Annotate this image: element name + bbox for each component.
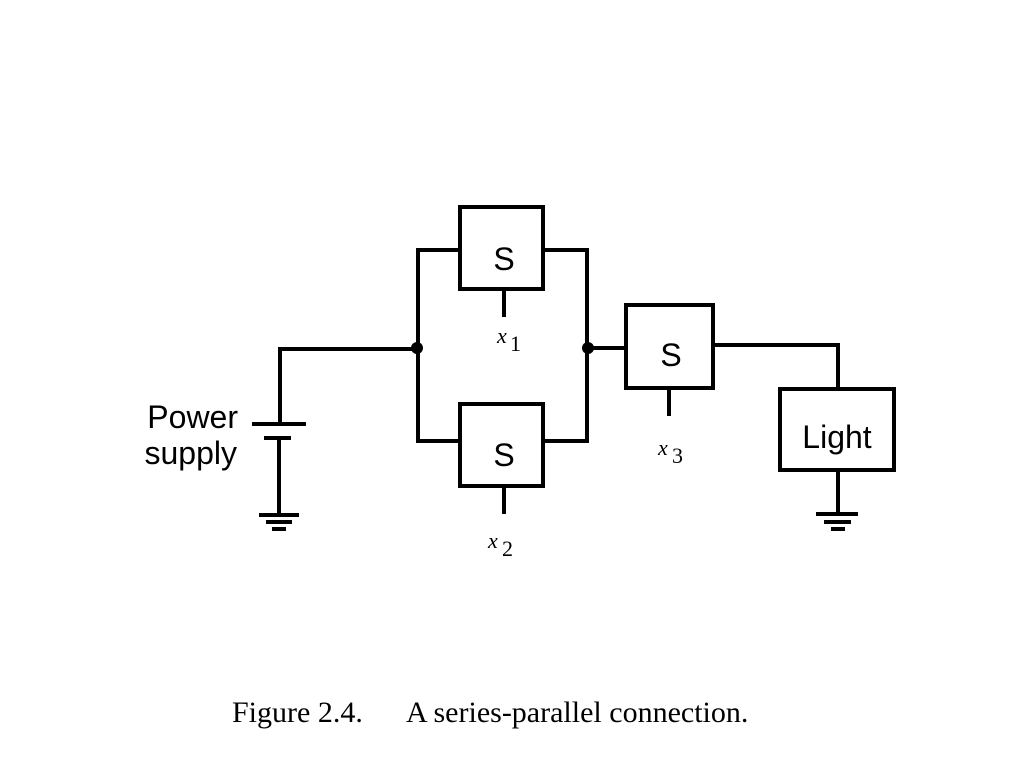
- switch-s3-input-sub: 3: [672, 443, 683, 468]
- switch-s2-label: S: [493, 437, 514, 473]
- wire-supply-to-junction: [278, 347, 417, 424]
- figure-number: Figure 2.4.: [232, 696, 363, 729]
- light-load: Light: [778, 387, 896, 472]
- power-supply-label-line2: supply: [145, 435, 238, 471]
- switch-s3-input: x: [657, 435, 668, 460]
- figure-caption: Figure 2.4. A series-parallel connection…: [232, 696, 748, 729]
- switch-s1-input-sub: 1: [510, 331, 521, 356]
- power-supply-label-line1: Power: [147, 399, 238, 435]
- switch-s2-input: x: [487, 528, 498, 553]
- light-label: Light: [802, 419, 872, 455]
- switch-s3-label: S: [660, 337, 681, 373]
- wire-left-rail: [416, 248, 460, 443]
- switch-s1-label: S: [493, 241, 514, 277]
- switch-s1-input: x: [496, 323, 507, 348]
- junction-dot-right: [582, 342, 594, 354]
- ground-icon-supply: [259, 513, 299, 531]
- ground-icon-light: [816, 512, 858, 531]
- wire-s3-to-light: [713, 343, 840, 389]
- switch-s3: S x 3: [624, 303, 715, 468]
- switch-s2-input-sub: 2: [502, 536, 513, 561]
- junction-dot-left: [411, 342, 423, 354]
- switch-s1: S x 1: [458, 205, 545, 356]
- figure-caption-text: A series-parallel connection.: [406, 696, 748, 729]
- wire-right-rail: [543, 248, 589, 443]
- switch-s2: S x 2: [458, 402, 545, 561]
